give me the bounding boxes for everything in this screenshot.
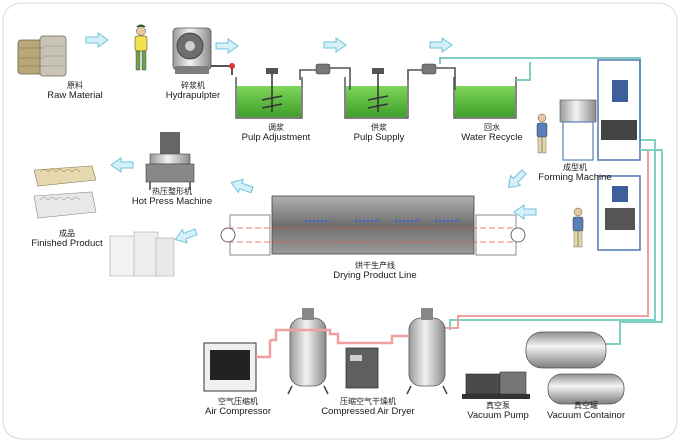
air-dryer-label: 压缩空气干燥机 Compressed Air Dryer: [316, 397, 420, 417]
transfer-pump-icon: [299, 63, 456, 90]
air-dryer-cn: 压缩空气干燥机: [340, 397, 396, 406]
forming-machine-label: 成型机 Forming Machine: [530, 163, 620, 183]
water-recycle-label: 回水 Water Recycle: [452, 123, 532, 143]
recycle-pipe: [516, 62, 531, 81]
pulp-supply-tank: [344, 68, 409, 119]
forming-machine-en: Forming Machine: [538, 171, 612, 183]
air-tank-icon: [287, 308, 329, 395]
hydrapulpter-label: 碎浆机 Hydrapulpter: [158, 81, 228, 101]
pulp-adjustment-label: 调浆 Pulp Adjustment: [234, 123, 318, 143]
vacuum-pump-label: 真空泵 Vacuum Pump: [460, 401, 536, 421]
hydrapulper-icon: [172, 27, 235, 75]
air-compressor-cn: 空气压缩机: [218, 397, 258, 406]
drying-line-label: 烘干生产线 Drying Product Line: [320, 261, 430, 281]
vacuum-pump-cn: 真空泵: [486, 401, 510, 410]
worker-icon: [134, 24, 148, 71]
finished-product-en: Finished Product: [31, 237, 103, 249]
air-tank-icon: [406, 308, 448, 395]
hot-press-icon: [145, 132, 195, 190]
hot-press-label: 热压整形机 Hot Press Machine: [124, 187, 220, 207]
pulp-adjustment-cn: 调浆: [268, 123, 284, 132]
water-recycle-cn: 回水: [484, 123, 500, 132]
forming-machine-icon: [597, 175, 641, 251]
pulp-adjustment-en: Pulp Adjustment: [241, 131, 311, 143]
air-pipe: [270, 328, 409, 345]
hot-press-cn: 热压整形机: [152, 187, 192, 196]
drying-line-en: Drying Product Line: [333, 269, 417, 281]
drying-line-icon: [220, 195, 526, 256]
pulp-supply-en: Pulp Supply: [353, 131, 405, 143]
egg-tray-icon: [33, 165, 97, 219]
vacuum-container-icon: [525, 149, 663, 405]
pulp-adjustment-tank: [235, 68, 303, 119]
finished-product-label: 成品 Finished Product: [22, 229, 112, 249]
vacuum-container-en: Vacuum Containor: [547, 409, 625, 421]
pulp-supply-cn: 供浆: [371, 123, 387, 132]
water-recycle-tank: [453, 77, 517, 119]
air-dryer-en: Compressed Air Dryer: [321, 405, 415, 417]
air-pipe: [445, 150, 649, 329]
air-compressor-icon: [203, 340, 272, 392]
forming-machine-cn: 成型机: [563, 163, 587, 172]
pulp-supply-label: 供浆 Pulp Supply: [344, 123, 414, 143]
hot-press-en: Hot Press Machine: [131, 195, 213, 207]
drying-line-cn: 烘干生产线: [355, 261, 395, 270]
vacuum-container-label: 真空罐 Vacuum Containor: [540, 401, 632, 421]
finished-product-stack-icon: [109, 231, 175, 277]
forming-machine-icon: [559, 59, 641, 161]
vacuum-pump-en: Vacuum Pump: [467, 409, 529, 421]
hydrapulpter-en: Hydrapulpter: [165, 89, 221, 101]
raw-material-icon: [17, 35, 67, 77]
water-pipe: [439, 57, 656, 330]
air-compressor-label: 空气压缩机 Air Compressor: [196, 397, 280, 417]
raw-material-cn: 原料: [67, 81, 83, 90]
air-compressor-en: Air Compressor: [205, 405, 271, 417]
raw-material-label: 原料 Raw Material: [40, 81, 110, 101]
vacuum-container-cn: 真空罐: [574, 401, 598, 410]
raw-material-en: Raw Material: [47, 89, 103, 101]
vacuum-pump-icon: [462, 371, 530, 399]
hydrapulpter-cn: 碎浆机: [181, 81, 205, 90]
compressed-air-dryer-icon: [345, 347, 379, 389]
finished-product-cn: 成品: [59, 229, 75, 238]
water-recycle-en: Water Recycle: [461, 131, 523, 143]
